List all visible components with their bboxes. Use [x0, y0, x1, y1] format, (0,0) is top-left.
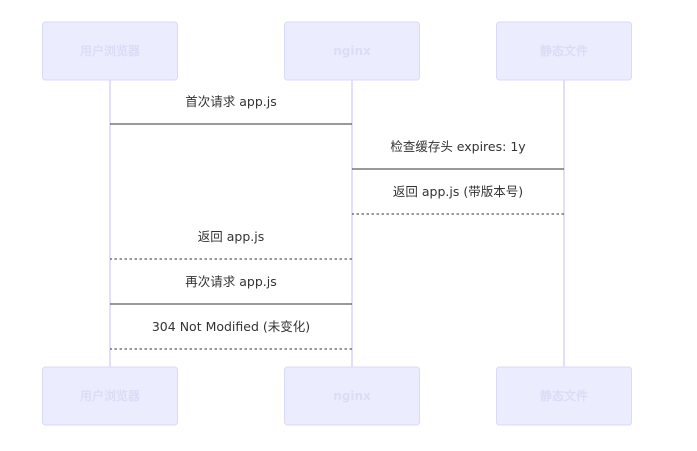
participant-box — [42, 366, 178, 426]
participant-box — [284, 366, 420, 426]
participant-box — [284, 21, 420, 81]
participant-box — [496, 21, 632, 81]
participant-browser-top: 用户浏览器 — [42, 21, 178, 81]
participant-static-bottom: 静态文件 — [496, 366, 632, 426]
message-label: 首次请求 app.js — [185, 94, 276, 109]
participant-label: 用户浏览器 — [79, 43, 141, 58]
message-label: 返回 app.js (带版本号) — [393, 184, 523, 199]
message-5: 再次请求 app.js — [110, 274, 352, 305]
participant-label: 静态文件 — [540, 43, 588, 58]
message-4: 返回 app.js — [110, 229, 352, 260]
messages: 首次请求 app.js 检查缓存头 expires: 1y 返回 app.js (带… — [110, 94, 564, 350]
message-label: 再次请求 app.js — [185, 274, 276, 289]
participant-label: 用户浏览器 — [79, 388, 141, 403]
participant-browser-bottom: 用户浏览器 — [42, 366, 178, 426]
message-3: 返回 app.js (带版本号) — [352, 184, 564, 215]
participant-label: 静态文件 — [540, 388, 588, 403]
message-label: 返回 app.js — [198, 229, 264, 244]
participant-nginx-top: nginx — [284, 21, 420, 81]
lifelines — [109, 80, 565, 367]
message-label: 304 Not Modified (未变化) — [152, 319, 310, 334]
participant-label: nginx — [333, 44, 371, 58]
participant-label: nginx — [333, 389, 371, 403]
participants-bottom: 用户浏览器 nginx 静态文件 — [42, 366, 632, 426]
participant-box — [42, 21, 178, 81]
participant-nginx-bottom: nginx — [284, 366, 420, 426]
message-2: 检查缓存头 expires: 1y — [352, 139, 564, 170]
participant-box — [496, 366, 632, 426]
participants-top: 用户浏览器 nginx 静态文件 — [42, 21, 632, 81]
message-1: 首次请求 app.js — [110, 94, 352, 125]
message-label: 检查缓存头 expires: 1y — [390, 139, 526, 154]
message-6: 304 Not Modified (未变化) — [110, 319, 352, 350]
participant-static-top: 静态文件 — [496, 21, 632, 81]
